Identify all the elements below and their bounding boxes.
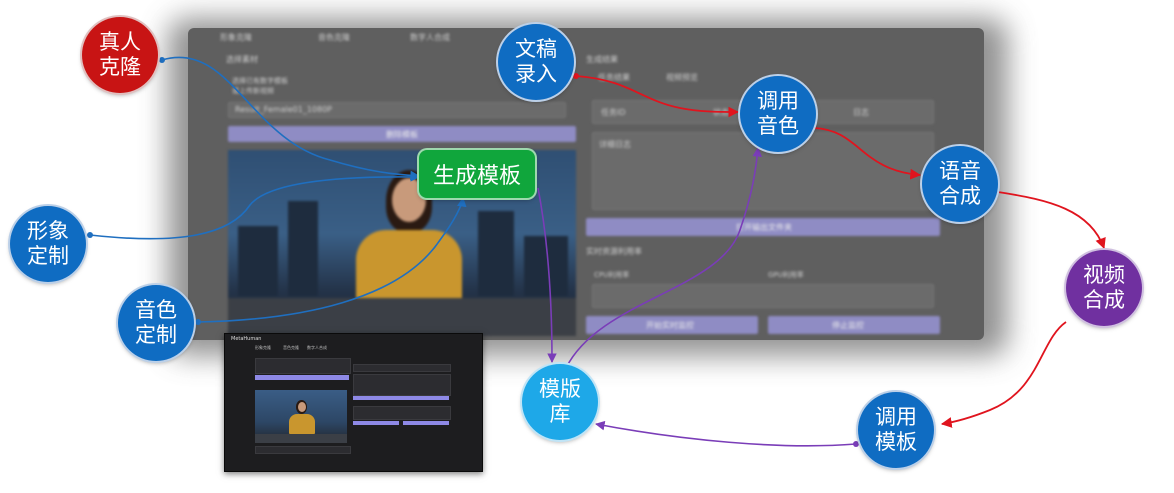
bg-right-tab2: 视频预览 [666, 73, 698, 82]
call-voice-line2: 音色 [757, 114, 799, 138]
thumb-log [353, 374, 451, 396]
bg-building [238, 226, 278, 296]
bg-open-folder-label: 打开输出文件夹 [736, 223, 792, 232]
bg-cpu-label: CPU利用率 [594, 271, 630, 279]
bg-log-label: 详细日志 [599, 140, 631, 149]
bg-left-hint2: 或上传新视频 [232, 87, 274, 95]
thumb-stop-button [403, 421, 449, 425]
call-template-line2: 模板 [875, 430, 917, 454]
bg-right-tab1: 任务结果 [598, 73, 630, 82]
thumb-tab-1: 形象克隆 [255, 345, 271, 350]
call-template-line1: 调用 [875, 405, 917, 429]
app-thumbnail: MetaHuman 形象克隆 音色克隆 数字人合成 [224, 333, 483, 472]
call-template-node: 调用模板 [858, 392, 934, 468]
thumb-monitor [353, 406, 451, 420]
bg-desk [228, 298, 576, 336]
bg-stop-monitor-button: 停止监控 [768, 316, 940, 334]
video-synth-line2: 合成 [1083, 288, 1125, 312]
video-synth-line1: 视频 [1083, 263, 1125, 287]
thumb-anchor-body [289, 414, 315, 434]
voice-custom-node: 音色定制 [118, 285, 194, 361]
bg-right-title: 生成结果 [586, 55, 618, 64]
arrow-generate-to-library [537, 187, 557, 363]
bg-tab-3: 数字人合成 [410, 33, 450, 42]
arrow-library-to-callvoice [565, 147, 762, 369]
image-custom-line1: 形象 [27, 219, 69, 243]
bg-delete-button: 删除模板 [228, 126, 576, 142]
bg-building [288, 201, 318, 296]
bg-left-hint1: 选择已有数字模板 [232, 77, 288, 85]
video-synth-node: 视频合成 [1066, 250, 1142, 326]
image-custom-node: 形象定制 [10, 206, 86, 282]
script-input-line2: 录入 [515, 62, 557, 86]
bg-col-1: 任务ID [601, 108, 626, 117]
template-library-node: 模版库 [522, 364, 598, 440]
real-clone-node: 真人克隆 [82, 17, 158, 93]
thumb-open-button [353, 396, 449, 400]
thumb-anchor-face [298, 402, 306, 412]
bg-select-value: Result_Female01_1080P [235, 105, 333, 114]
script-input-line1: 文稿 [515, 37, 557, 61]
speech-synth-line2: 合成 [939, 184, 981, 208]
speech-synth-line1: 语音 [939, 159, 981, 183]
arrow-calltemplate-to-library [595, 420, 857, 447]
arrow-script-to-callvoice [575, 75, 740, 118]
bg-anchor-body [356, 230, 462, 310]
real-clone-line1: 真人 [99, 30, 141, 54]
thumb-button [255, 375, 349, 380]
generate-template-label: 生成模板 [432, 164, 521, 189]
bg-monitor-box [592, 284, 934, 308]
arrow-voice-to-generate [197, 197, 467, 323]
real-clone-line2: 克隆 [99, 55, 141, 79]
bg-select: Result_Female01_1080P [228, 102, 566, 118]
image-custom-line2: 定制 [27, 244, 69, 268]
bg-delete-label: 删除模板 [386, 130, 418, 139]
script-input-node: 文稿录入 [498, 24, 574, 100]
bg-open-folder-button: 打开输出文件夹 [586, 218, 940, 236]
call-voice-line1: 调用 [757, 89, 799, 113]
bg-stop-monitor-label: 停止监控 [832, 321, 864, 330]
arrow-speech-to-video [997, 191, 1106, 250]
generate-template-node: 生成模板 [419, 150, 535, 198]
bg-tab-1: 形象克隆 [220, 33, 252, 42]
arrow-image-to-generate [89, 172, 420, 240]
bg-start-monitor-button: 开始实时监控 [586, 316, 758, 334]
arrow-clone-to-generate [161, 56, 420, 181]
speech-synth-node: 语音合成 [922, 146, 998, 222]
arrow-callvoice-to-speech [813, 127, 922, 180]
thumb-app-title: MetaHuman [231, 336, 262, 342]
bg-gpu-label: GPU利用率 [768, 271, 804, 279]
thumb-select [255, 358, 351, 374]
call-voice-node: 调用音色 [740, 76, 816, 152]
bg-start-monitor-label: 开始实时监控 [646, 321, 694, 330]
thumb-tab-2: 音色克隆 [283, 345, 299, 350]
bg-col-4: 日志 [853, 108, 869, 117]
template-library-line1: 模版 [539, 377, 581, 401]
bg-tab-2: 音色克隆 [318, 33, 350, 42]
template-library-line2: 库 [549, 402, 571, 426]
bg-building [478, 211, 514, 296]
thumb-tab-3: 数字人合成 [307, 345, 327, 350]
thumb-video [255, 390, 347, 443]
thumb-select-2 [255, 446, 351, 454]
bg-monitor-title: 实时资源利用率 [586, 247, 642, 256]
voice-custom-line2: 定制 [135, 323, 177, 347]
thumb-desk [255, 434, 347, 443]
arrow-video-to-calltemplate [940, 321, 1067, 428]
background-app-screenshot: 形象克隆 音色克隆 数字人合成 选择素材 选择已有数字模板 或上传新视频 Res… [188, 28, 984, 340]
thumb-table [353, 364, 451, 372]
bg-left-title: 选择素材 [226, 55, 258, 64]
voice-custom-line1: 音色 [135, 298, 177, 322]
thumb-start-button [353, 421, 399, 425]
